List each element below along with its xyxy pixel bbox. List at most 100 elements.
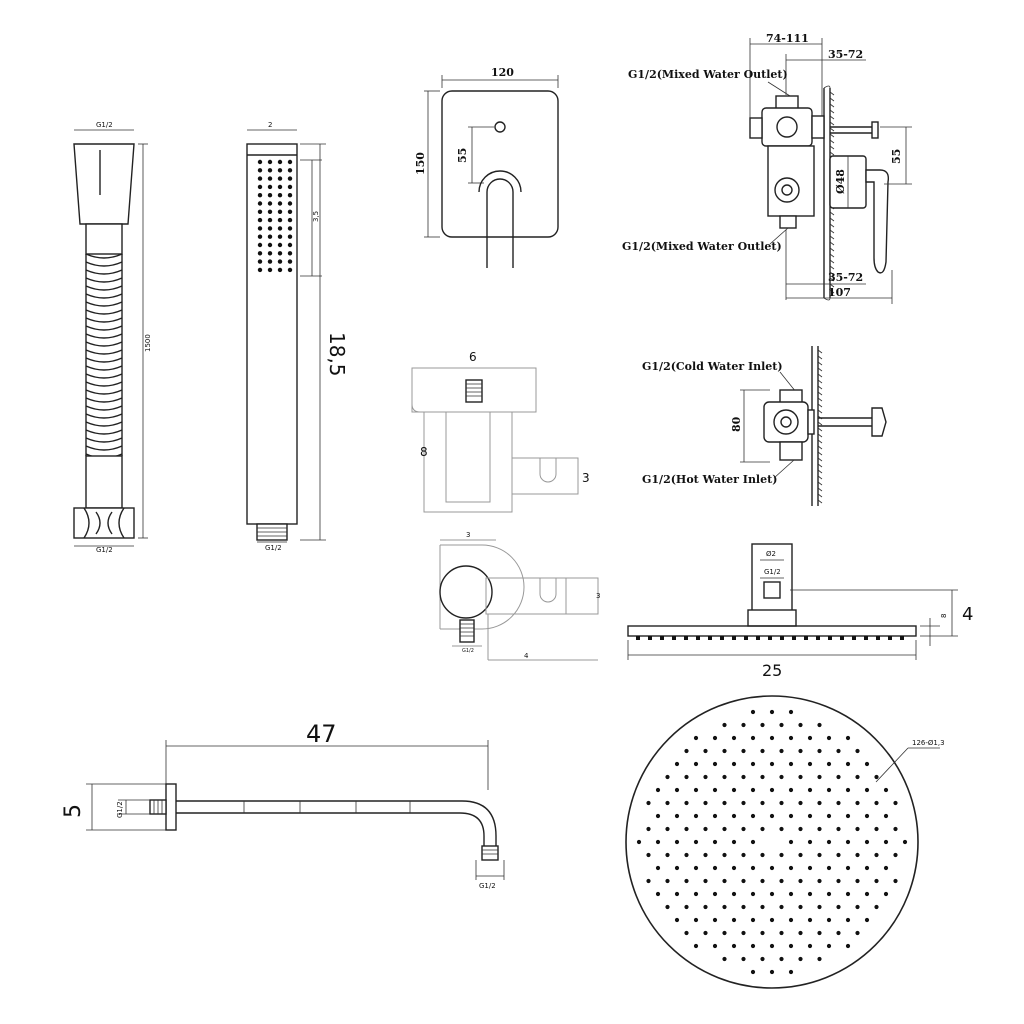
hose-coil — [85, 309, 123, 315]
spray-hole — [287, 209, 293, 214]
nozzle — [750, 865, 756, 871]
nozzle — [788, 709, 794, 715]
valve-side-view: 74-111 35-72 G1/2(Mixed Water Outlet) Ø4… — [622, 32, 912, 304]
valve-outlet-top-label: G1/2(Mixed Water Outlet) — [628, 68, 788, 81]
nozzle — [712, 917, 718, 923]
nozzle — [826, 761, 832, 767]
side-nozzle — [720, 636, 724, 640]
nozzle — [712, 865, 718, 871]
spray-hole — [277, 168, 283, 173]
nozzle — [883, 865, 889, 871]
holder-width: 6 — [469, 350, 477, 364]
nozzle — [798, 748, 803, 754]
nozzle — [769, 917, 775, 923]
nozzle — [684, 748, 689, 754]
nozzle — [798, 930, 803, 936]
serration-tick — [829, 115, 835, 120]
spray-hole — [257, 217, 263, 223]
spray-hole — [287, 159, 293, 165]
nozzle — [798, 956, 803, 962]
serration-tick — [829, 97, 835, 102]
hose-coil — [85, 317, 123, 323]
spray-hole — [257, 209, 263, 214]
nozzle — [807, 891, 813, 897]
nozzle — [845, 735, 851, 741]
valve-wall-plate: 120 150 55 — [414, 66, 559, 268]
nozzle — [760, 956, 765, 962]
nozzle — [722, 722, 727, 728]
nozzle — [902, 839, 908, 845]
nozzle — [779, 774, 784, 780]
serration-tick — [829, 103, 835, 108]
nozzle — [845, 865, 851, 871]
inlet-valve-view: G1/2(Cold Water Inlet) 80 G1/2(Hot Water… — [642, 346, 887, 506]
hose-coil — [85, 301, 123, 307]
spray-hole — [267, 226, 273, 231]
nozzle — [731, 813, 737, 819]
nozzle — [874, 826, 879, 832]
holder-front-view: 3 3 G1/2 4 — [439, 531, 600, 661]
nozzle — [807, 865, 813, 871]
serration-tick — [829, 283, 835, 288]
holder-front-top: 3 — [466, 531, 470, 539]
nozzle — [864, 917, 870, 923]
hose-coil — [85, 397, 123, 403]
hose-top-thread: G1/2 — [96, 121, 113, 129]
serration-tick — [817, 481, 823, 486]
nozzle — [703, 904, 708, 910]
nozzle — [836, 904, 841, 910]
nozzle — [864, 787, 870, 793]
nozzle — [655, 813, 661, 819]
spray-hole — [287, 217, 293, 223]
nozzle — [750, 839, 756, 845]
nozzle — [817, 904, 822, 910]
nozzle — [855, 826, 860, 832]
nozzle — [788, 865, 794, 871]
hose-length-label: 1500 — [144, 334, 152, 352]
spray-hole — [257, 251, 263, 256]
nozzle — [655, 891, 661, 897]
serration-tick — [817, 487, 823, 492]
nozzle — [741, 800, 746, 806]
nozzle — [779, 904, 784, 910]
serration-tick — [829, 247, 835, 252]
nozzle — [769, 761, 775, 767]
nozzle — [874, 852, 879, 858]
serration-tick — [829, 235, 835, 240]
nozzle — [817, 722, 822, 728]
nozzle — [674, 865, 680, 871]
nozzle — [693, 917, 699, 923]
nozzle — [731, 943, 737, 949]
holder-front-bottom: 4 — [524, 652, 529, 660]
serration-tick — [817, 439, 823, 444]
serration-tick — [829, 253, 835, 258]
nozzle — [741, 826, 746, 832]
spray-hole — [257, 242, 263, 248]
spray-hole — [287, 201, 293, 206]
hose-coils — [85, 253, 123, 459]
nozzle — [883, 787, 889, 793]
spray-hole — [267, 234, 273, 239]
nozzle — [845, 761, 851, 767]
spray-hole — [267, 267, 273, 273]
nozzle — [864, 839, 870, 845]
nozzle — [731, 891, 737, 897]
side-nozzle — [768, 636, 772, 640]
nozzle — [883, 839, 889, 845]
nozzle — [779, 748, 784, 754]
nozzle — [798, 722, 803, 728]
nozzle — [693, 761, 699, 767]
nozzle — [703, 800, 708, 806]
nozzle — [798, 852, 803, 858]
nozzle — [722, 774, 727, 780]
spray-hole — [287, 242, 293, 248]
hand-shower: 2 3,5 G1/2 18,5 — [246, 121, 349, 552]
spray-hole — [287, 251, 293, 256]
nozzle — [883, 813, 889, 819]
serration-tick — [817, 451, 823, 456]
nozzle — [646, 852, 651, 858]
spray-hole — [257, 234, 263, 239]
nozzle — [836, 930, 841, 936]
spray-hole — [277, 201, 283, 206]
nozzle — [760, 904, 765, 910]
